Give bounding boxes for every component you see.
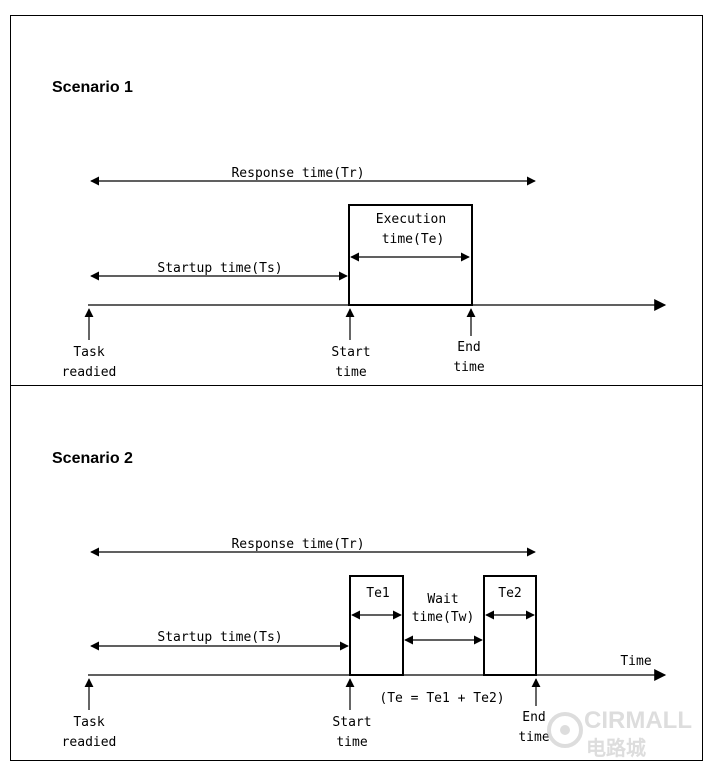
end-time-label-line1: End	[522, 710, 545, 725]
watermark-brand: CIRMALL	[584, 707, 692, 734]
execution-label-line1: Execution	[376, 212, 446, 227]
end-time-label-line2: time	[518, 730, 549, 745]
start-time-label-line1: Start	[332, 715, 371, 730]
wait-time-label-line1: Wait	[427, 592, 458, 607]
scenario-2-title: Scenario 2	[52, 450, 133, 467]
scenario-1: Scenario 1 Response time(Tr) Execution t…	[52, 79, 667, 380]
start-time-label-line1: Start	[331, 345, 370, 360]
end-time-label-line1: End	[457, 340, 480, 355]
scenario-1-title: Scenario 1	[52, 79, 133, 96]
task-readied-label-line1: Task	[73, 715, 104, 730]
te-formula: (Te = Te1 + Te2)	[379, 691, 504, 706]
startup-time-label: Startup time(Ts)	[157, 630, 282, 645]
diagram-frame	[10, 15, 703, 761]
start-time-label-line2: time	[335, 365, 366, 380]
execution-label-line2: time(Te)	[382, 232, 445, 247]
cirmall-logo-dot-icon	[560, 725, 570, 735]
task-readied-label-line2: readied	[62, 365, 117, 380]
cirmall-logo-icon	[547, 712, 583, 748]
start-time-label-line2: time	[336, 735, 367, 750]
watermark-chinese: 电路城	[586, 736, 646, 760]
scenario-divider	[10, 385, 703, 386]
startup-time-label: Startup time(Ts)	[157, 261, 282, 276]
response-time-label: Response time(Tr)	[231, 166, 364, 181]
task-readied-label-line2: readied	[62, 735, 117, 750]
end-time-label-line2: time	[453, 360, 484, 375]
response-time-label: Response time(Tr)	[231, 537, 364, 552]
task-readied-label-line1: Task	[73, 345, 104, 360]
te1-label: Te1	[366, 586, 389, 601]
cirmall-watermark: CIRMALL 电路城	[547, 707, 692, 760]
time-axis-label: Time	[620, 654, 651, 669]
te2-label: Te2	[498, 586, 521, 601]
wait-time-label-line2: time(Tw)	[412, 610, 475, 625]
scenario-2: Scenario 2 Response time(Tr) Te1 Wait ti…	[52, 450, 667, 750]
